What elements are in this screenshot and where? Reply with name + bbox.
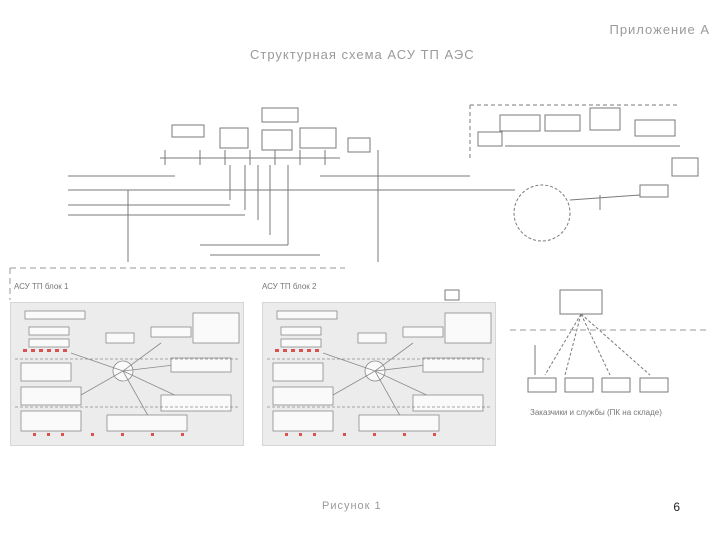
top-right-box (477, 131, 503, 147)
diagram-title: Структурная схема АСУ ТП АЭС (250, 47, 475, 62)
top-node-box (347, 137, 371, 153)
service-leaf-box (564, 377, 594, 393)
subsystem-panel-1 (10, 302, 244, 446)
top-node-box (219, 127, 249, 149)
figure-caption: Рисунок 1 (322, 500, 382, 512)
page-number: 6 (673, 500, 680, 514)
service-node-box (559, 289, 603, 315)
subsystem-1-schematic (15, 310, 240, 436)
top-right-box (634, 119, 676, 137)
left-panel-label: АСУ ТП блок 1 (14, 282, 69, 291)
service-leaf-box (527, 377, 557, 393)
top-right-box (544, 114, 581, 132)
top-node-box (171, 124, 205, 138)
subsystem-2-schematic (267, 310, 492, 436)
top-node-box (261, 107, 299, 123)
service-leaf-box (601, 377, 631, 393)
top-right-box (639, 184, 669, 198)
subsystem-panel-2 (262, 302, 496, 446)
top-node-box (299, 127, 337, 149)
top-right-box (499, 114, 541, 132)
top-right-box (589, 107, 621, 131)
top-right-box (671, 157, 699, 177)
top-node-box (261, 129, 293, 151)
right-panel-label: АСУ ТП блок 2 (262, 282, 317, 291)
small-node-box (444, 289, 460, 301)
service-leaf-box (639, 377, 669, 393)
services-legend: Заказчики и службы (ПК на складе) (530, 408, 662, 417)
corner-label: Приложение А (609, 22, 710, 37)
